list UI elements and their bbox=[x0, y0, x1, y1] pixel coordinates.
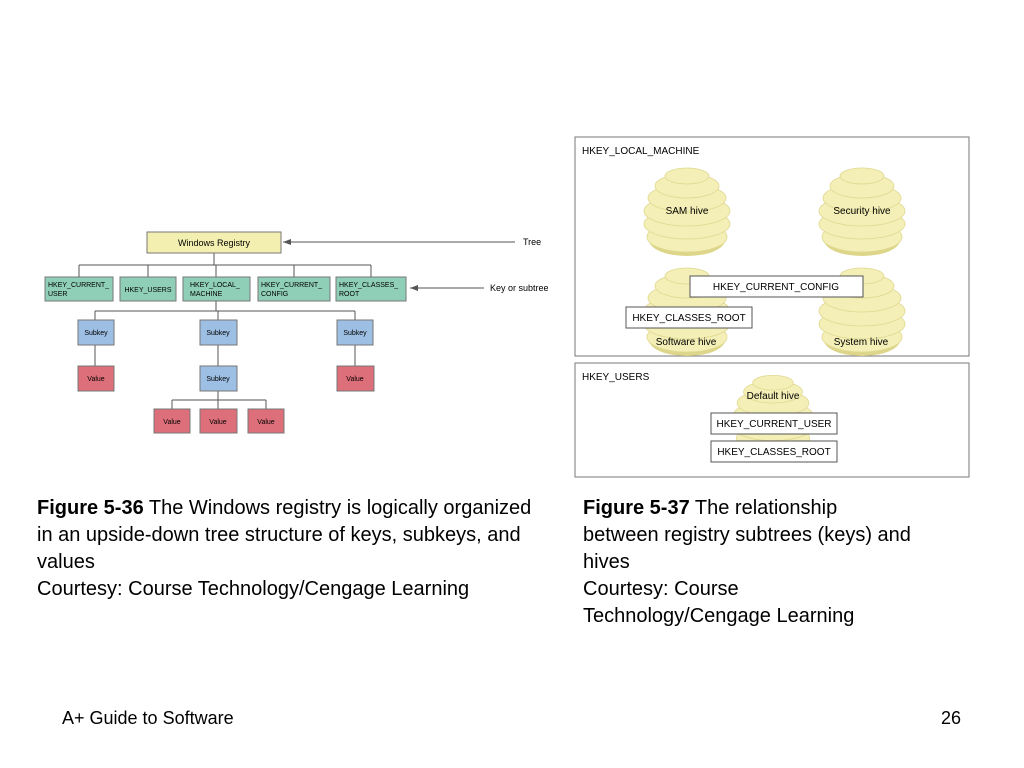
users-classes-root-key-box: HKEY_CLASSES_ROOT bbox=[710, 440, 838, 463]
caption-credit: Courtesy: Course Technology/Cengage Lear… bbox=[583, 578, 855, 627]
svg-text:Value: Value bbox=[87, 376, 104, 383]
key-label-line2: CONFIG bbox=[261, 291, 288, 298]
caption-text: The relationship between registry subtre… bbox=[583, 497, 911, 573]
tree-callout-label: Tree bbox=[523, 237, 541, 247]
svg-text:CONFIG: CONFIG bbox=[261, 291, 288, 298]
svg-text:Subkey: Subkey bbox=[84, 330, 108, 337]
tree-connectors bbox=[78, 241, 515, 409]
svg-text:ROOT: ROOT bbox=[339, 291, 360, 298]
root-label: Windows Registry bbox=[178, 238, 251, 248]
security-hive-label: Security hive bbox=[833, 206, 891, 217]
root-node: Windows Registry bbox=[146, 231, 282, 254]
key-node-local-machine: HKEY_LOCAL_ MACHINE bbox=[182, 276, 251, 302]
key-node-current-config: HKEY_CURRENT_ CONFIG bbox=[257, 276, 331, 302]
key-callout-label: Key or subtree bbox=[490, 283, 549, 293]
key-node-classes-root: HKEY_CLASSES_ ROOT bbox=[335, 276, 407, 302]
svg-text:Subkey: Subkey bbox=[206, 376, 230, 383]
caption-figure-label: Figure 5-37 bbox=[583, 497, 690, 519]
software-hive-label: Software hive bbox=[656, 337, 717, 348]
key-label-line1: HKEY_CURRENT_ bbox=[48, 282, 109, 289]
classes-root-key-box: HKEY_CLASSES_ROOT bbox=[625, 306, 753, 329]
subkey-node: Subkey bbox=[77, 319, 115, 346]
caption-text: The Windows registry is logically organi… bbox=[37, 497, 532, 573]
value-node: Value bbox=[336, 365, 375, 392]
key-callout-arrowhead bbox=[410, 285, 418, 291]
key-node-current-user: HKEY_CURRENT_ USER bbox=[44, 276, 114, 302]
sam-hive-label: SAM hive bbox=[666, 206, 709, 217]
svg-text:Subkey: Subkey bbox=[206, 330, 230, 337]
svg-text:HKEY_CLASSES_: HKEY_CLASSES_ bbox=[339, 282, 398, 289]
svg-text:Value: Value bbox=[257, 419, 274, 426]
footer-title: A+ Guide to Software bbox=[62, 708, 234, 728]
svg-text:MACHINE: MACHINE bbox=[190, 291, 223, 298]
subkey-node: Subkey bbox=[199, 319, 238, 346]
default-hive-label: Default hive bbox=[747, 391, 800, 402]
tree-callout-arrowhead bbox=[283, 239, 291, 245]
svg-text:HKEY_LOCAL_: HKEY_LOCAL_ bbox=[190, 282, 240, 289]
svg-text:HKEY_CURRENT_: HKEY_CURRENT_ bbox=[261, 282, 322, 289]
value-node: Value bbox=[153, 408, 191, 434]
svg-text:HKEY_CLASSES_ROOT: HKEY_CLASSES_ROOT bbox=[717, 447, 830, 458]
registry-hives-diagram: HKEY_LOCAL_MACHINE SAM hive Security hiv… bbox=[574, 136, 970, 478]
key-label-line1: HKEY_CLASSES_ bbox=[339, 282, 398, 289]
svg-text:HKEY_CURRENT_CONFIG: HKEY_CURRENT_CONFIG bbox=[713, 282, 839, 293]
value-node: Value bbox=[247, 408, 285, 434]
svg-text:HKEY_CURRENT_: HKEY_CURRENT_ bbox=[48, 282, 109, 289]
key-label-line1: HKEY_CURRENT_ bbox=[261, 282, 322, 289]
key-label-line1: HKEY_LOCAL_ bbox=[190, 282, 240, 289]
subkey-node: Subkey bbox=[336, 319, 374, 346]
figure-5-37-caption: Figure 5-37 The relationship between reg… bbox=[583, 495, 918, 630]
key-label: HKEY_USERS bbox=[124, 287, 171, 294]
svg-text:Subkey: Subkey bbox=[343, 330, 367, 337]
registry-tree-diagram: Windows Registry Tree Key or subtree HKE… bbox=[44, 231, 549, 434]
key-label-line2: ROOT bbox=[339, 291, 360, 298]
key-node-users: HKEY_USERS bbox=[119, 276, 177, 302]
key-label-line2: MACHINE bbox=[190, 291, 223, 298]
value-node: Value bbox=[199, 408, 238, 434]
svg-text:Value: Value bbox=[346, 376, 363, 383]
users-panel-label: HKEY_USERS bbox=[582, 372, 650, 383]
value-node: Value bbox=[77, 365, 115, 392]
local-machine-panel-label: HKEY_LOCAL_MACHINE bbox=[582, 146, 700, 157]
svg-text:Value: Value bbox=[209, 419, 226, 426]
caption-figure-label: Figure 5-36 bbox=[37, 497, 144, 519]
svg-text:USER: USER bbox=[48, 291, 67, 298]
current-user-key-box: HKEY_CURRENT_USER bbox=[710, 412, 838, 435]
key-label-line2: USER bbox=[48, 291, 67, 298]
figure-5-36-caption: Figure 5-36 The Windows registry is logi… bbox=[37, 495, 537, 603]
system-hive-label: System hive bbox=[834, 337, 889, 348]
subkey-node: Subkey bbox=[199, 365, 238, 392]
svg-text:HKEY_CURRENT_USER: HKEY_CURRENT_USER bbox=[716, 419, 831, 430]
current-config-key-box: HKEY_CURRENT_CONFIG bbox=[689, 275, 864, 298]
page-number: 26 bbox=[941, 708, 962, 728]
svg-text:HKEY_CLASSES_ROOT: HKEY_CLASSES_ROOT bbox=[632, 313, 745, 324]
svg-text:Value: Value bbox=[163, 419, 180, 426]
caption-credit: Courtesy: Course Technology/Cengage Lear… bbox=[37, 578, 470, 600]
